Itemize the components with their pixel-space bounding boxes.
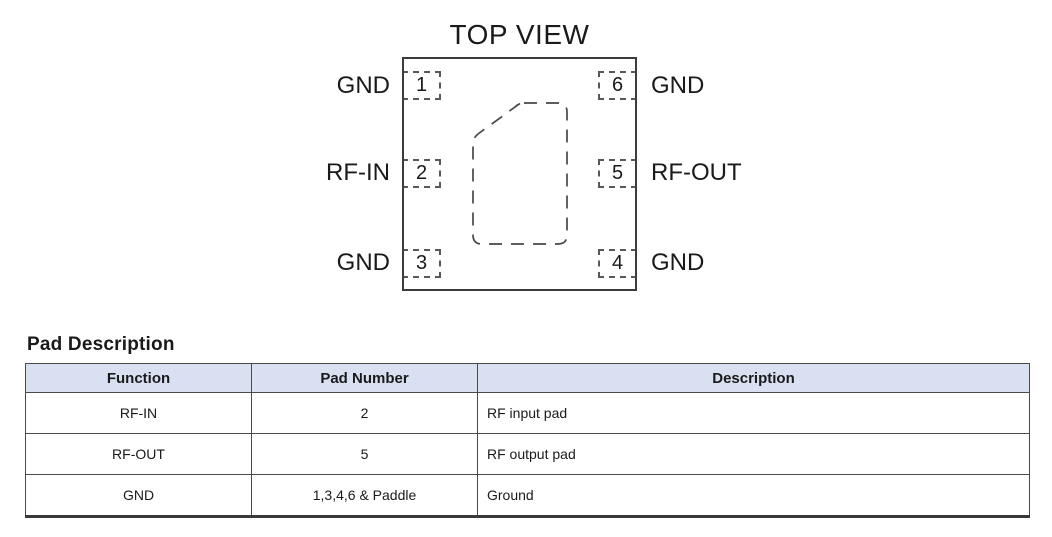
table-row: RF-IN 2 RF input pad (25, 392, 1030, 434)
cell-pad-number: 2 (251, 392, 478, 434)
paddle-outline (472, 102, 568, 245)
table-row: RF-OUT 5 RF output pad (25, 433, 1030, 475)
cell-description: RF input pad (477, 392, 1030, 434)
pad-4-number: 4 (611, 252, 624, 274)
pin-label-gnd-6: GND (651, 72, 705, 99)
pad-3-number: 3 (415, 252, 428, 274)
cell-pad-number: 1,3,4,6 & Paddle (251, 474, 478, 517)
cell-description: RF output pad (477, 433, 1030, 475)
pin-label-gnd-1: GND (336, 72, 390, 99)
header-function: Function (25, 363, 252, 393)
chip-outline (402, 57, 637, 291)
cell-pad-number: 5 (251, 433, 478, 475)
pad-2-number: 2 (415, 162, 428, 184)
top-view-title: TOP VIEW (449, 19, 590, 50)
table-row: GND 1,3,4,6 & Paddle Ground (25, 474, 1030, 517)
cell-description: Ground (477, 474, 1030, 517)
cell-function: RF-OUT (25, 433, 252, 475)
pin-label-gnd-4: GND (651, 249, 705, 276)
pad-5-number: 5 (611, 162, 624, 184)
pad-description-table: Function Pad Number Description RF-IN 2 … (25, 363, 1030, 518)
pad-1-number: 1 (415, 74, 428, 96)
cell-function: RF-IN (25, 392, 252, 434)
pad-6-number: 6 (611, 74, 624, 96)
header-pad-number: Pad Number (251, 363, 478, 393)
cell-function: GND (25, 474, 252, 517)
table-header-row: Function Pad Number Description (25, 363, 1030, 393)
pad-description-title: Pad Description (27, 334, 175, 355)
header-description: Description (477, 363, 1030, 393)
pin-label-rf-out: RF-OUT (651, 159, 742, 186)
pin-label-gnd-3: GND (336, 249, 390, 276)
pin-label-rf-in: RF-IN (326, 159, 390, 186)
